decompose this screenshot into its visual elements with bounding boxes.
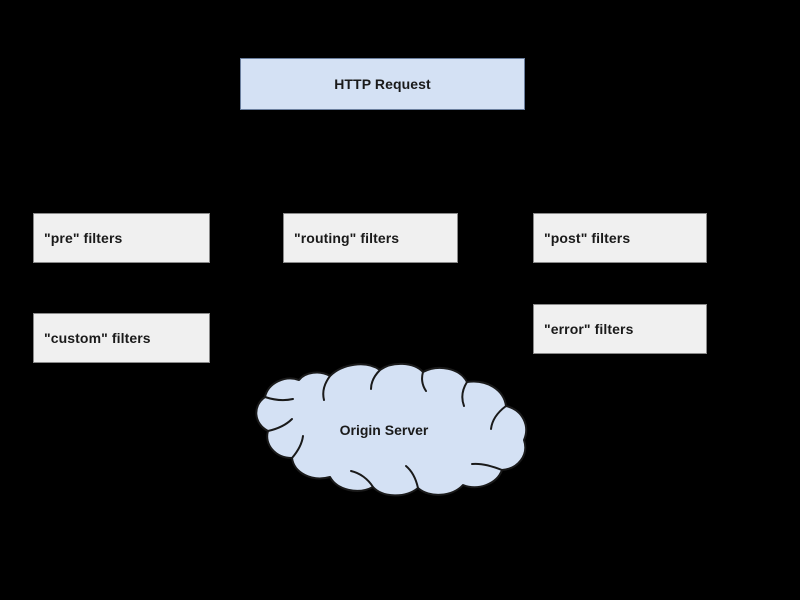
- node-error-filters-label: "error" filters: [544, 321, 634, 337]
- node-error-filters[interactable]: "error" filters: [533, 304, 707, 354]
- node-post-filters-label: "post" filters: [544, 230, 631, 246]
- cloud-shape-icon: [255, 362, 528, 497]
- node-http-request[interactable]: HTTP Request: [240, 58, 525, 110]
- node-custom-filters[interactable]: "custom" filters: [33, 313, 210, 363]
- node-routing-filters[interactable]: "routing" filters: [283, 213, 458, 263]
- node-routing-filters-label: "routing" filters: [294, 230, 400, 246]
- node-origin-server[interactable]: Origin Server: [238, 362, 530, 498]
- node-http-request-label: HTTP Request: [334, 76, 431, 92]
- node-post-filters[interactable]: "post" filters: [533, 213, 707, 263]
- node-custom-filters-label: "custom" filters: [44, 330, 151, 346]
- node-pre-filters-label: "pre" filters: [44, 230, 123, 246]
- node-pre-filters[interactable]: "pre" filters: [33, 213, 210, 263]
